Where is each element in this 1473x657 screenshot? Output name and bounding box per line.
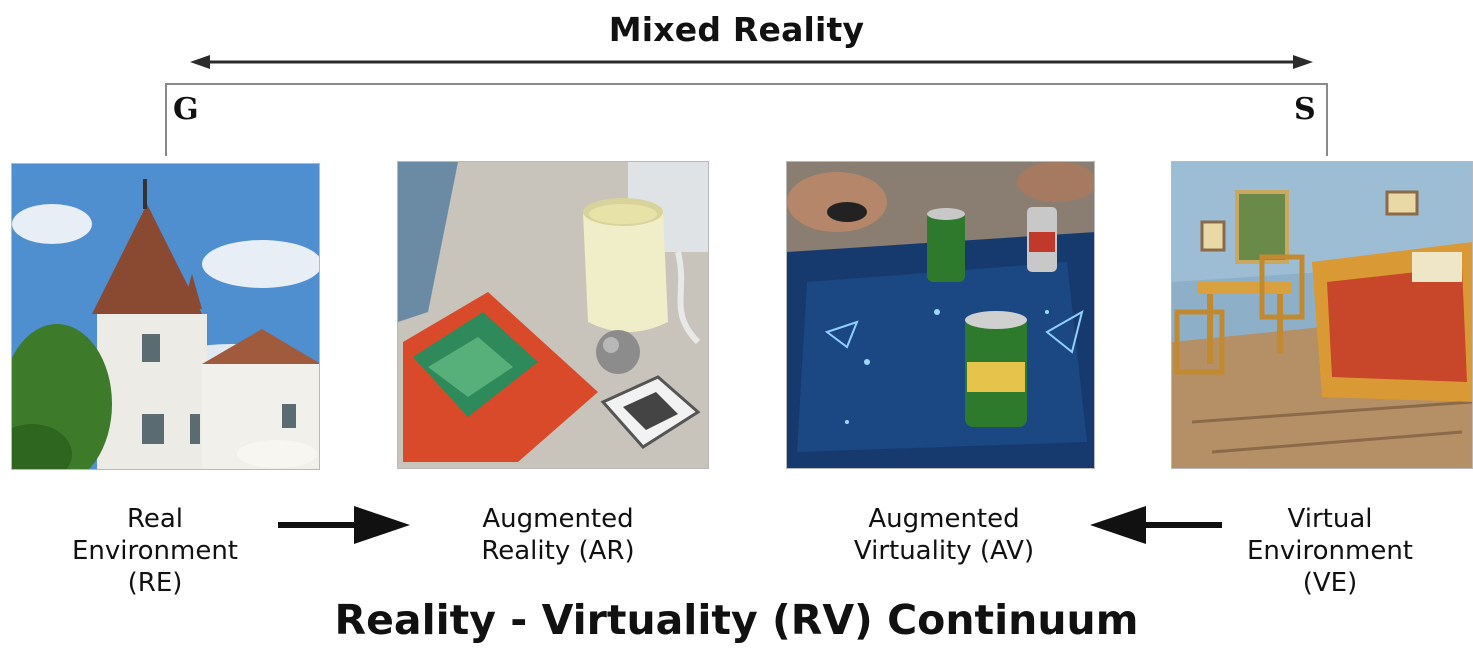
stage-label-ar-line2: Reality (AR) [481, 536, 635, 566]
stage-label-av: Augmented Virtuality (AV) [810, 503, 1078, 567]
arrowhead-right [1293, 55, 1313, 69]
stage-label-ve: Virtual Environment (VE) [1200, 503, 1460, 599]
stage-label-re-line2: Environment [71, 536, 239, 566]
stage-label-ve-line1: Virtual [1287, 504, 1373, 534]
arrow-right-icon [278, 506, 410, 544]
tabletop-av-photo [786, 161, 1095, 469]
stage-label-av-line1: Augmented [868, 504, 1020, 534]
rv-continuum-title: Reality - Virtuality (RV) Continuum [334, 596, 1139, 644]
arrow-left-icon [1090, 506, 1222, 544]
stage-label-re-line1: Real [126, 504, 184, 534]
stage-label-av-line2: Virtuality (AV) [853, 536, 1035, 566]
stage-label-ve-line3: (VE) [1302, 568, 1358, 598]
arrowhead-left [190, 55, 210, 69]
continuum-bracket [165, 83, 1328, 156]
right-endpoint-label: S [1294, 92, 1316, 127]
desk-ar-photo [397, 161, 709, 469]
double-headed-arrow-icon [165, 55, 1328, 156]
stage-label-re-line3: (RE) [127, 568, 183, 598]
stage-label-ve-line2: Environment [1246, 536, 1414, 566]
virtual-bedroom-render [1171, 161, 1473, 469]
stage-label-ar: Augmented Reality (AR) [428, 503, 688, 567]
stage-label-re: Real Environment (RE) [30, 503, 280, 599]
mixed-reality-title: Mixed Reality [608, 10, 865, 49]
castle-photo [11, 163, 320, 470]
left-endpoint-label: G [173, 92, 199, 127]
stage-label-ar-line1: Augmented [482, 504, 634, 534]
